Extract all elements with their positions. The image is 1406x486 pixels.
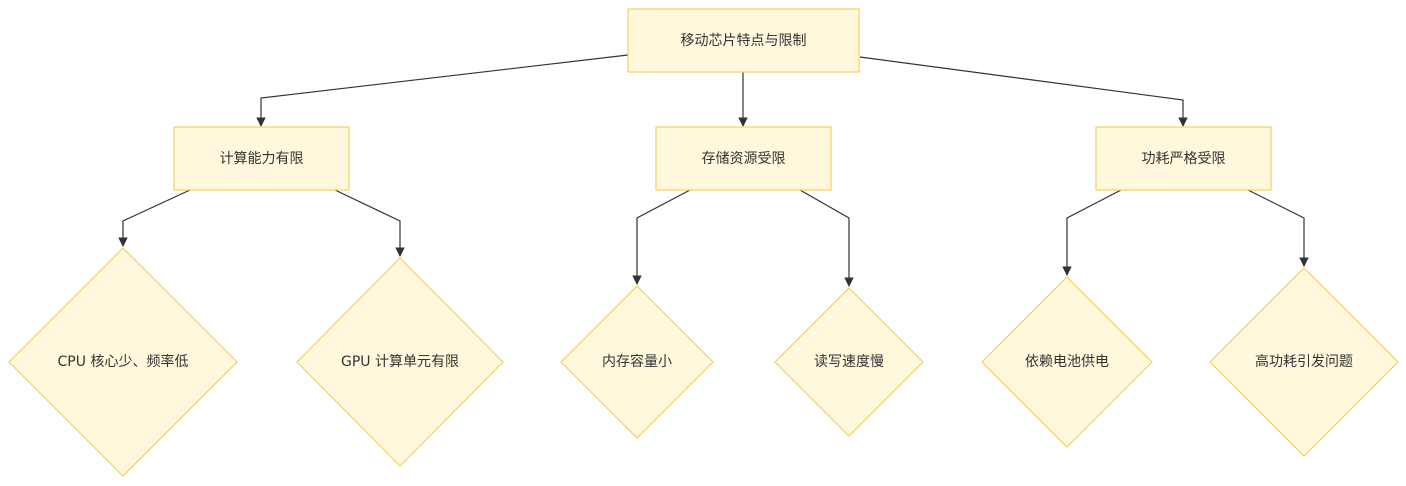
leaf-node-cpu-diamond — [8, 247, 238, 477]
category-node-compute-label: 计算能力有限 — [220, 151, 304, 167]
edges — [118, 54, 1309, 287]
root-node-box — [627, 8, 860, 73]
edge-compute-to-cpu — [118, 189, 191, 247]
category-node-storage-box — [655, 126, 832, 191]
edge-storage-to-rw — [799, 189, 854, 287]
edge-power-to-battery — [1062, 189, 1122, 276]
leaf-node-battery: 依赖电池供电 — [981, 276, 1153, 448]
category-node-storage: 存储资源受限 — [655, 126, 832, 191]
leaf-node-high-power-diamond — [1209, 267, 1399, 457]
leaf-node-cpu: CPU 核心少、频率低 — [8, 247, 238, 477]
category-node-power-box — [1095, 126, 1272, 191]
leaf-node-gpu-label: GPU 计算单元有限 — [341, 354, 459, 370]
category-node-compute: 计算能力有限 — [173, 126, 350, 191]
leaf-node-high-power-label: 高功耗引发问题 — [1255, 353, 1353, 370]
leaf-node-memory: 内存容量小 — [560, 285, 714, 439]
edge-root-to-power — [859, 56, 1188, 127]
leaf-node-memory-label: 内存容量小 — [602, 353, 672, 370]
edge-storage-to-memory — [632, 189, 691, 285]
edge-compute-to-gpu — [334, 189, 405, 257]
leaf-node-gpu: GPU 计算单元有限 — [296, 257, 504, 467]
category-node-storage-label: 存储资源受限 — [702, 151, 786, 167]
leaf-node-rw-speed-label: 读写速度慢 — [814, 353, 884, 370]
root-node: 移动芯片特点与限制 — [627, 8, 860, 73]
leaf-node-memory-diamond — [560, 285, 714, 439]
edge-power-to-highpower — [1247, 189, 1309, 267]
leaf-node-battery-label: 依赖电池供电 — [1025, 354, 1109, 370]
leaf-node-rw-speed-diamond — [774, 287, 924, 437]
leaf-node-battery-diamond — [981, 276, 1153, 448]
leaf-node-cpu-label: CPU 核心少、频率低 — [58, 353, 189, 370]
leaf-node-rw-speed: 读写速度慢 — [774, 287, 924, 437]
category-node-compute-box — [173, 126, 350, 191]
category-node-power-label: 功耗严格受限 — [1142, 151, 1226, 167]
root-node-label: 移动芯片特点与限制 — [681, 33, 807, 49]
leaf-node-high-power: 高功耗引发问题 — [1209, 267, 1399, 457]
leaf-node-gpu-diamond — [296, 257, 504, 467]
category-node-power: 功耗严格受限 — [1095, 126, 1272, 191]
edge-root-to-compute — [256, 54, 629, 127]
